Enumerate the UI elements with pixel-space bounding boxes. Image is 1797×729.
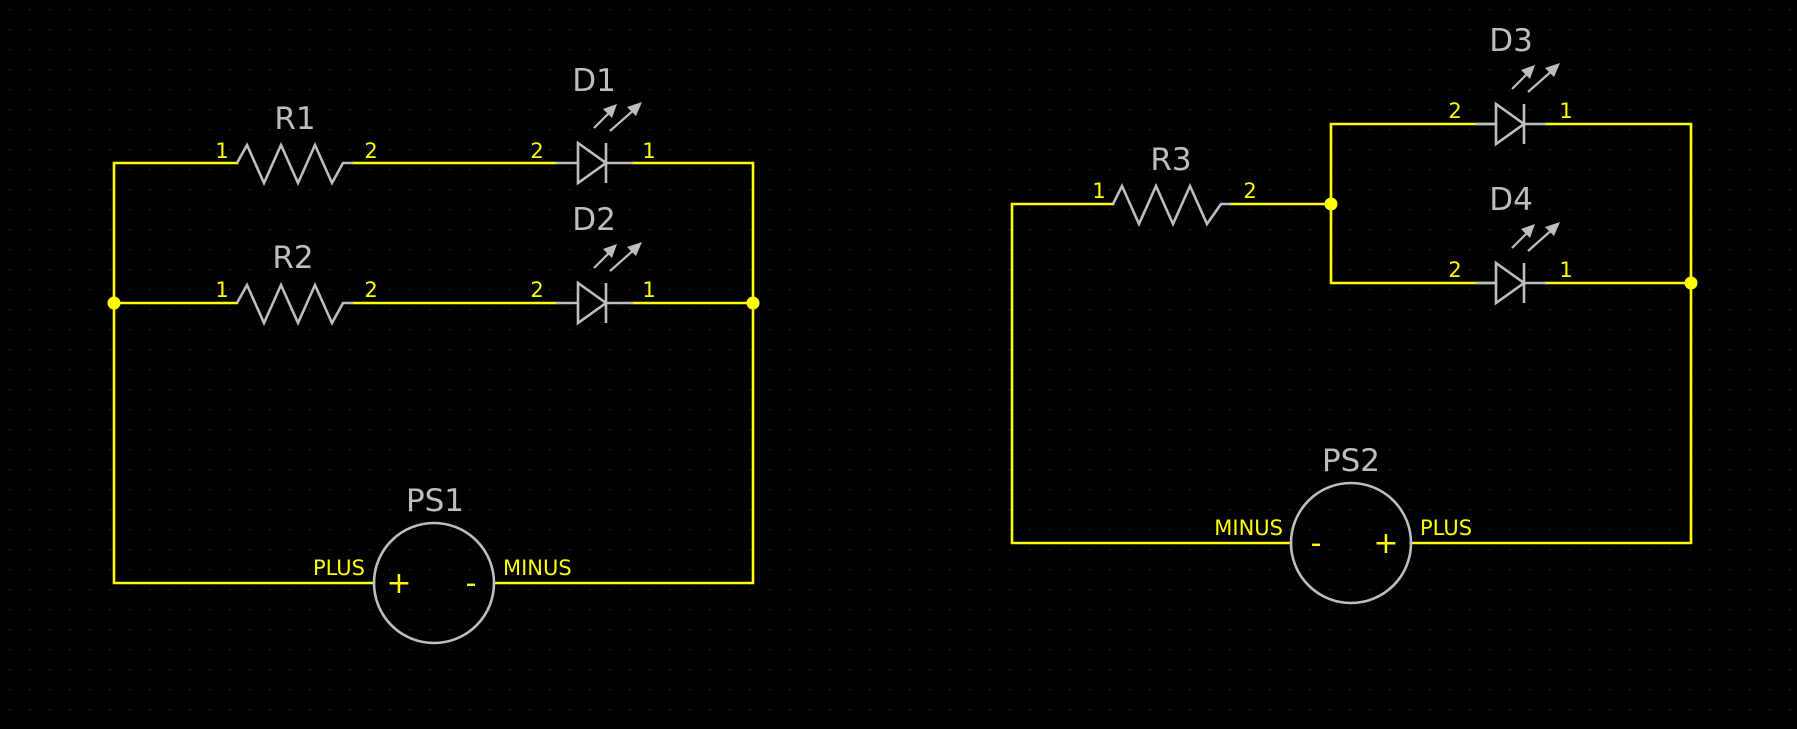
led-d4-light-arrows-icon xyxy=(1511,222,1560,252)
wire-node-d3[interactable] xyxy=(1329,122,1498,206)
power-source-ps1[interactable]: PS1 + - PLUS MINUS xyxy=(313,483,572,645)
resistor-r3-pin1: 1 xyxy=(1092,179,1105,203)
resistor-r1-pin1: 1 xyxy=(215,139,228,163)
power-source-ps2-minus-label: MINUS xyxy=(1214,516,1283,540)
resistor-r3-zigzag xyxy=(1111,182,1231,228)
power-source-ps2-body xyxy=(1289,481,1413,605)
led-d3-pin2: 2 xyxy=(1448,99,1461,123)
resistor-r1[interactable]: R1 1 2 xyxy=(215,101,378,187)
led-d4-triangle xyxy=(1494,260,1527,306)
power-source-ps2-plus-label: PLUS xyxy=(1420,516,1472,540)
power-source-ps2-designator: PS2 xyxy=(1322,443,1380,479)
resistor-r2-pin1: 1 xyxy=(215,278,228,302)
wire-left-ps1-plus[interactable] xyxy=(112,301,376,585)
power-source-ps2[interactable]: PS2 - + MINUS PLUS xyxy=(1214,443,1472,605)
led-d2-triangle xyxy=(576,280,609,326)
led-d1-triangle xyxy=(576,140,609,186)
resistor-r2-zigzag xyxy=(235,281,353,327)
led-d2[interactable]: D2 2 1 xyxy=(530,202,656,326)
junction-d-right-node[interactable] xyxy=(1684,276,1698,290)
resistor-r1-pin2: 2 xyxy=(364,139,377,163)
led-d1[interactable]: D1 2 1 xyxy=(530,63,656,186)
power-source-ps1-minus-label: MINUS xyxy=(503,556,572,580)
led-d3-designator: D3 xyxy=(1489,23,1533,59)
led-d3-light-arrows-icon xyxy=(1511,63,1560,93)
power-source-ps1-minus-sign: - xyxy=(466,566,477,601)
wire-ps2-minus-r3[interactable] xyxy=(1010,202,1293,545)
resistor-r3-designator: R3 xyxy=(1150,142,1191,178)
wire-left-r1[interactable] xyxy=(112,161,239,305)
resistor-r1-zigzag xyxy=(235,141,353,187)
led-d1-pin2: 2 xyxy=(530,139,543,163)
wire-d3-right[interactable] xyxy=(1544,122,1693,285)
resistor-r1-designator: R1 xyxy=(274,101,315,137)
wire-node-d4[interactable] xyxy=(1329,202,1498,285)
resistor-r2-pin2: 2 xyxy=(364,278,377,302)
power-source-ps1-body xyxy=(372,521,496,645)
led-d4-designator: D4 xyxy=(1489,182,1533,218)
led-d4-pin1: 1 xyxy=(1559,258,1572,282)
power-source-ps1-plus-sign: + xyxy=(386,566,411,601)
led-d2-light-arrows-icon xyxy=(593,242,642,272)
led-d1-designator: D1 xyxy=(572,63,616,99)
resistor-r3-pin2: 2 xyxy=(1243,179,1256,203)
resistor-r3[interactable]: R3 1 2 xyxy=(1092,142,1257,228)
led-d4[interactable]: D4 2 1 xyxy=(1448,182,1573,306)
right-circuit: R3 1 2 D3 2 1 xyxy=(1010,23,1698,605)
junction-r3-node[interactable] xyxy=(1324,197,1338,211)
wire-right-ps1-minus[interactable] xyxy=(492,301,755,585)
led-d1-light-arrows-icon xyxy=(593,102,642,132)
power-source-ps2-minus-sign: - xyxy=(1311,526,1322,561)
led-d2-pin2: 2 xyxy=(530,278,543,302)
led-d3-triangle xyxy=(1494,101,1527,147)
led-d1-pin1: 1 xyxy=(642,139,655,163)
led-d4-pin2: 2 xyxy=(1448,258,1461,282)
power-source-ps1-designator: PS1 xyxy=(406,483,464,519)
power-source-ps2-plus-sign: + xyxy=(1373,526,1398,561)
resistor-r2-designator: R2 xyxy=(272,240,313,276)
led-d3[interactable]: D3 2 1 xyxy=(1448,23,1573,147)
power-source-ps1-plus-label: PLUS xyxy=(313,556,365,580)
wire-d1-right[interactable] xyxy=(631,161,755,305)
junction-left-node[interactable] xyxy=(107,296,121,310)
resistor-r2[interactable]: R2 1 2 xyxy=(215,240,378,327)
led-d3-pin1: 1 xyxy=(1559,99,1572,123)
wire-right-ps2-plus[interactable] xyxy=(1409,281,1693,545)
led-d2-designator: D2 xyxy=(572,202,616,238)
led-d2-pin1: 1 xyxy=(642,278,655,302)
junction-right-node[interactable] xyxy=(746,296,760,310)
left-circuit: R1 1 2 R2 1 2 D1 2 1 xyxy=(107,63,760,645)
